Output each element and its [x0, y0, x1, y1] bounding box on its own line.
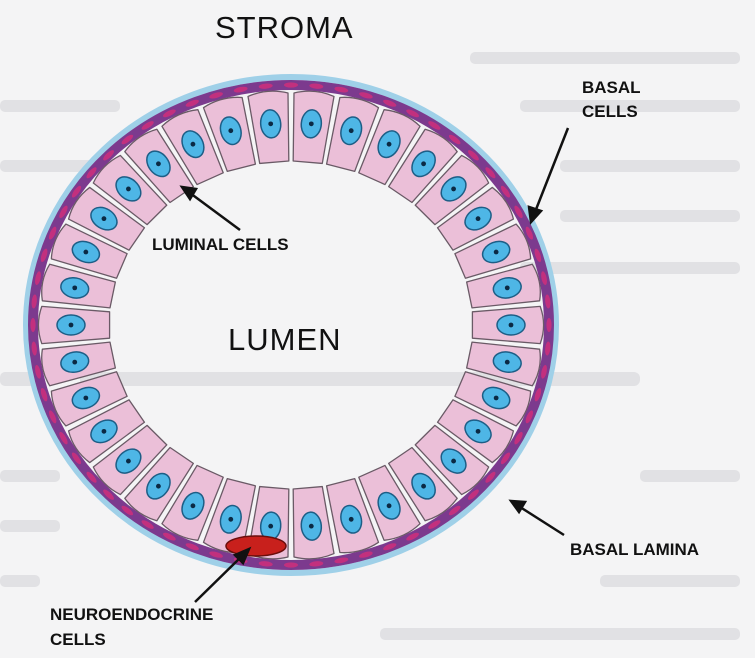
luminal-cell	[293, 487, 334, 559]
nucleolus	[476, 216, 481, 221]
basal-cells-label-line1: BASAL	[582, 78, 641, 98]
basal-lamina-arrow	[511, 501, 564, 535]
nucleolus	[349, 517, 354, 522]
luminal-cells-label: LUMINAL CELLS	[152, 235, 289, 255]
basal-cells-label-line2: CELLS	[582, 102, 638, 122]
luminal-cells-arrow	[182, 187, 240, 230]
nucleolus	[102, 216, 107, 221]
nucleolus	[387, 142, 392, 147]
nucleolus	[102, 429, 107, 434]
nucleolus	[268, 121, 273, 126]
nucleolus	[505, 285, 510, 290]
nucleolus	[191, 503, 196, 508]
nucleolus	[494, 396, 499, 401]
nucleolus	[505, 360, 510, 365]
nucleolus	[494, 250, 499, 255]
nucleolus	[476, 429, 481, 434]
nucleolus	[309, 524, 314, 529]
luminal-cell	[248, 91, 289, 163]
basal-lamina-label: BASAL LAMINA	[570, 540, 699, 560]
nucleolus	[156, 484, 161, 489]
nucleolus	[349, 128, 354, 133]
nucleolus	[126, 459, 131, 464]
nucleolus	[268, 524, 273, 529]
lumen-label: LUMEN	[228, 322, 342, 358]
basal-cell-nucleus	[284, 82, 298, 87]
basal-cell-nucleus	[30, 318, 35, 332]
nucleolus	[83, 250, 88, 255]
neuroendocrine-label-line2: CELLS	[50, 630, 106, 650]
nucleolus	[309, 121, 314, 126]
stroma-label: STROMA	[215, 10, 354, 46]
basal-cells-arrow	[529, 128, 568, 222]
luminal-cell	[472, 306, 543, 343]
nucleolus	[69, 323, 74, 328]
basal-cell-nucleus	[284, 562, 298, 567]
neuroendocrine-label-line1: NEUROENDOCRINE	[50, 605, 213, 625]
nucleolus	[421, 161, 426, 166]
nucleolus	[451, 187, 456, 192]
nucleolus	[509, 323, 514, 328]
nucleolus	[72, 285, 77, 290]
nucleolus	[228, 517, 233, 522]
nucleolus	[387, 503, 392, 508]
nucleolus	[191, 142, 196, 147]
luminal-cell	[293, 91, 334, 163]
basal-cell-nucleus	[546, 318, 551, 332]
nucleolus	[421, 484, 426, 489]
nucleolus	[72, 360, 77, 365]
neuroendocrine-cell	[226, 536, 286, 556]
nucleolus	[228, 128, 233, 133]
nucleolus	[83, 396, 88, 401]
nucleolus	[126, 187, 131, 192]
luminal-cell	[38, 306, 109, 343]
nucleolus	[451, 459, 456, 464]
nucleolus	[156, 161, 161, 166]
